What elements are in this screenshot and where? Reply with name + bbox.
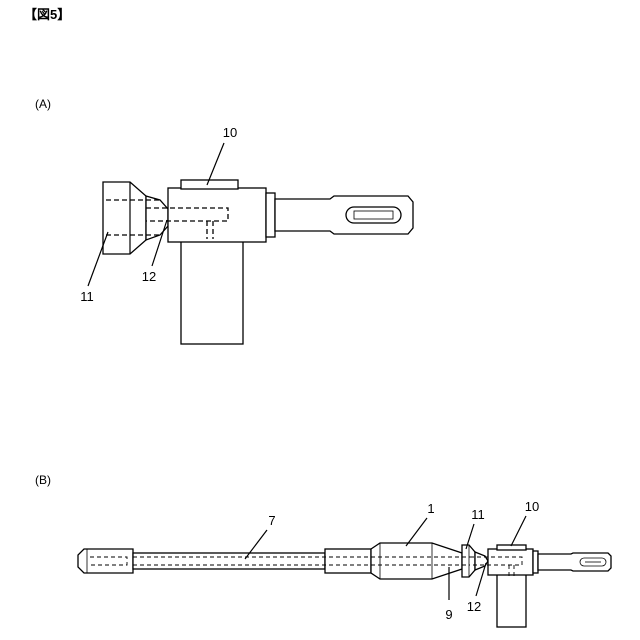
holder-boss <box>181 180 238 189</box>
label-10-b: 10 <box>525 499 539 514</box>
sleeve <box>325 549 371 573</box>
extension-bar <box>133 553 325 569</box>
collet-tip-b <box>475 552 488 570</box>
holder-body-b <box>488 549 533 575</box>
collet-nut-b <box>462 545 475 577</box>
rear-cap <box>78 549 133 573</box>
flange-b <box>533 551 538 573</box>
label-7: 7 <box>268 513 275 528</box>
label-9: 9 <box>445 607 452 622</box>
label-10: 10 <box>223 125 237 140</box>
tapered-body <box>371 543 462 579</box>
label-12-b: 12 <box>467 599 481 614</box>
handle <box>181 241 243 344</box>
holder-body <box>168 188 266 242</box>
collet-tip <box>146 196 168 240</box>
view-a-drawing: 10 11 12 <box>80 125 413 344</box>
figure-heading: 【図5】 <box>24 7 70 22</box>
view-b-drawing: 7 1 11 10 9 12 <box>78 499 611 627</box>
label-1: 1 <box>427 501 434 516</box>
flange <box>266 193 275 237</box>
label-11-b: 11 <box>471 507 485 522</box>
label-12: 12 <box>142 269 156 284</box>
view-b-label: (B) <box>35 473 51 487</box>
handle-b <box>497 568 526 627</box>
label-11: 11 <box>80 289 94 304</box>
collet-nut <box>103 182 146 254</box>
view-a-label: (A) <box>35 97 51 111</box>
